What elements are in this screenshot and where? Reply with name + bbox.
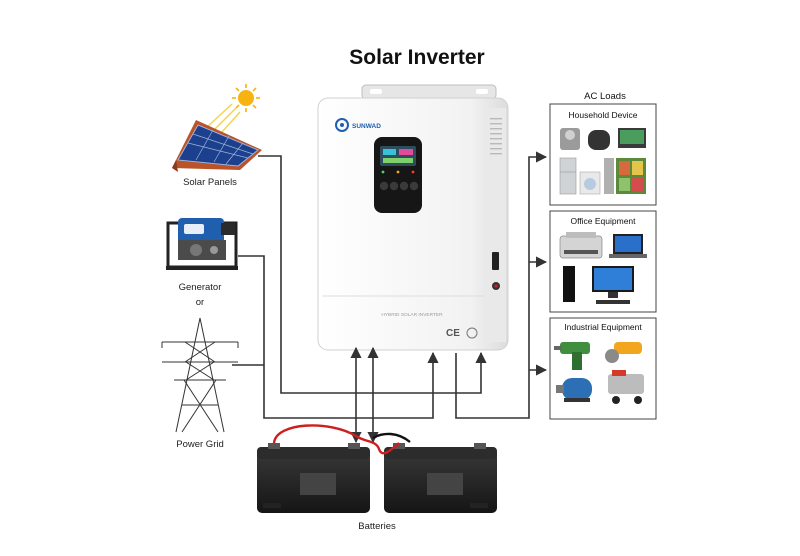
solar-panels-label: Solar Panels: [183, 177, 237, 188]
industrial-equipment-icons: [554, 342, 644, 404]
battery-icon-left: [257, 443, 370, 513]
household-appliance-icons: [559, 128, 646, 195]
batteries-label: Batteries: [358, 521, 396, 532]
inverter-unit: SUNWAD HYBRID SOLAR INVERTER CE: [317, 84, 509, 351]
inverter-brand-label: SUNWAD: [352, 123, 381, 130]
battery-red-cable: [272, 424, 400, 455]
industrial-equipment-box: [549, 317, 657, 420]
office-equipment-icons: [559, 232, 647, 304]
ac-loads-heading: AC Loads: [584, 91, 626, 102]
generator-label: Generator: [179, 282, 222, 293]
solar-panel-icon: [172, 84, 262, 172]
power-grid-tower-icon: [161, 317, 239, 433]
diagram-title: Solar Inverter: [349, 46, 484, 69]
generator-wire: [238, 255, 439, 419]
solar-wire: [258, 155, 487, 394]
generator-icon: [166, 218, 238, 270]
inverter-panel-text: HYBRID SOLAR INVERTER: [381, 312, 443, 318]
ce-mark: CE: [446, 328, 460, 339]
battery-black-cable: [372, 432, 411, 443]
industrial-equipment-label: Industrial Equipment: [564, 322, 642, 332]
household-device-label: Household Device: [569, 110, 638, 120]
battery-icon-right: [384, 443, 497, 513]
power-grid-label: Power Grid: [176, 439, 224, 450]
or-label: or: [196, 297, 204, 308]
office-equipment-label: Office Equipment: [570, 216, 636, 226]
ac-output-wire: [455, 151, 548, 419]
